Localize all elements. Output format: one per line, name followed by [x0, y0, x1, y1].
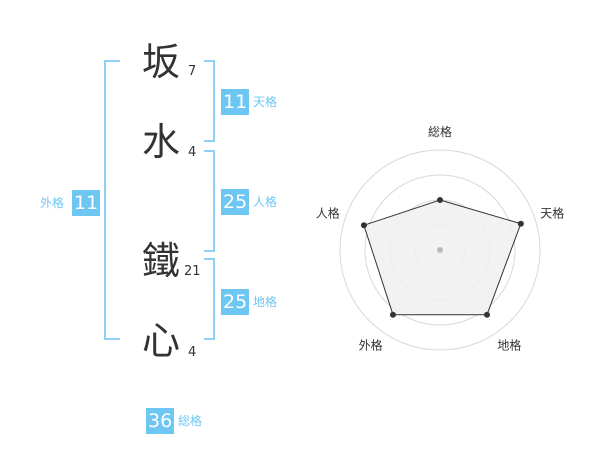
- gaikaku-badge: 11: [72, 190, 101, 216]
- tenkaku-bracket: [204, 60, 215, 142]
- radar-axis-label-5: 人格: [316, 206, 340, 221]
- gaikaku-label: 外格: [40, 196, 65, 210]
- name-char-4: 心: [141, 319, 180, 363]
- radar-point-1: [437, 197, 443, 203]
- stroke-count-4: 4: [188, 345, 197, 360]
- jinkaku-label: 人格: [253, 195, 278, 209]
- tenkaku-label: 天格: [253, 95, 278, 109]
- radar-axis-label-1: 総格: [428, 124, 452, 139]
- tenkaku-badge: 11: [221, 89, 250, 115]
- soukaku-label: 総格: [178, 414, 203, 428]
- gaikaku-bracket: [104, 60, 120, 340]
- stroke-count-2: 4: [188, 145, 197, 160]
- name-char-3: 鐵: [141, 239, 180, 283]
- name-char-1: 坂: [141, 40, 180, 84]
- radar-ring-4: [339, 149, 541, 351]
- jinkaku-bracket: [204, 150, 215, 252]
- radar-axis-label-4: 外格: [359, 338, 383, 353]
- radar-point-5: [360, 222, 367, 229]
- radar-center-dot: [437, 247, 443, 253]
- radar-point-4: [389, 311, 396, 318]
- radar-axis-label-3: 地格: [497, 338, 521, 353]
- chikaku-bracket: [204, 258, 215, 340]
- jinkaku-badge: 25: [221, 189, 250, 215]
- soukaku-badge: 36: [146, 408, 175, 434]
- radar-ring-3: [364, 174, 516, 326]
- radar-point-3: [484, 311, 491, 318]
- radar-shape: [363, 199, 522, 316]
- name-char-2: 水: [141, 120, 180, 164]
- chikaku-label: 地格: [253, 295, 278, 309]
- radar-axis-label-2: 天格: [540, 206, 564, 221]
- radar-point-2: [517, 220, 524, 227]
- chikaku-badge: 25: [221, 289, 250, 315]
- stroke-count-3: 21: [184, 264, 201, 279]
- stroke-count-1: 7: [188, 64, 197, 79]
